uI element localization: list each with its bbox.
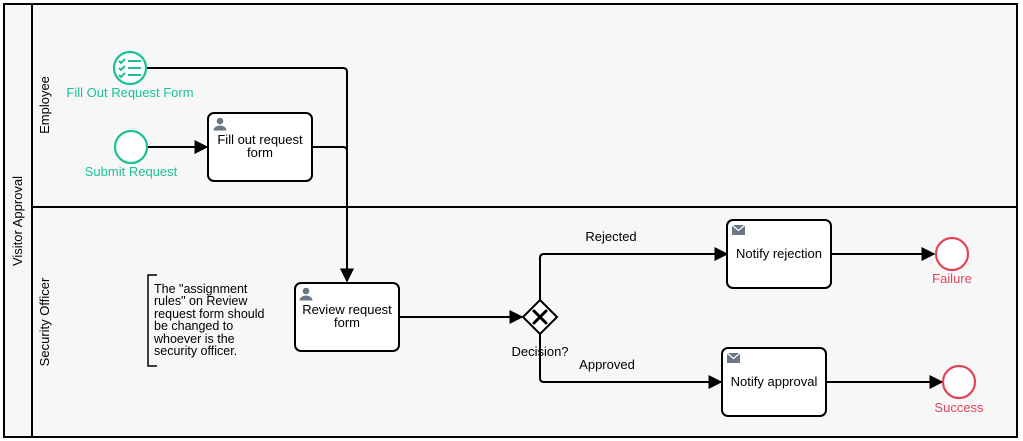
- user-icon: [213, 117, 227, 131]
- envelope-icon: [731, 224, 746, 235]
- annotation-line-2: rules" on Review: [154, 294, 248, 308]
- task-label-line2: form: [334, 315, 360, 330]
- flow-label-rejected: Rejected: [585, 229, 636, 244]
- user-icon: [299, 287, 313, 301]
- gateway-label: Decision?: [511, 344, 568, 359]
- task-notify-approval[interactable]: Notify approval: [721, 347, 827, 417]
- lane-security-officer[interactable]: Security Officer: [37, 277, 52, 366]
- event-label: Success: [934, 400, 984, 415]
- end-event-success[interactable]: Success: [934, 364, 984, 415]
- pool-visitor-approval[interactable]: Visitor Approval: [3, 3, 1018, 438]
- annotation-line-3: request form should: [154, 307, 265, 321]
- end-event-failure[interactable]: Failure: [932, 236, 972, 286]
- flow-approved[interactable]: [539, 334, 723, 389]
- task-label-line1: Review request: [302, 302, 392, 317]
- annotation-line-5: whoever is the: [153, 332, 235, 346]
- annotation-line-6: security officer.: [154, 344, 237, 358]
- task-review-request-form[interactable]: Review request form: [294, 282, 400, 352]
- lane-employee[interactable]: Employee: [32, 76, 1017, 208]
- exclusive-gateway-decision[interactable]: Decision?: [511, 298, 569, 359]
- task-notify-rejection[interactable]: Notify rejection: [726, 219, 832, 289]
- list-icon: [118, 58, 141, 79]
- text-annotation[interactable]: The "assignment rules" on Review request…: [147, 274, 265, 367]
- task-fill-out-request-form[interactable]: Fill out request form: [207, 112, 313, 182]
- x-icon: [532, 309, 548, 325]
- event-label: Submit Request: [85, 164, 178, 179]
- lane-label-security-officer: Security Officer: [37, 277, 52, 366]
- annotation-line-1: The "assignment: [154, 282, 248, 296]
- sequence-flows: [147, 67, 944, 389]
- task-label: Notify rejection: [736, 246, 822, 261]
- envelope-icon: [726, 352, 741, 363]
- annotation-line-4: be changed to: [154, 319, 233, 333]
- flow-conditional-to-review[interactable]: [147, 67, 354, 283]
- event-label: Failure: [932, 271, 972, 286]
- task-label: Notify approval: [731, 374, 818, 389]
- lane-label-employee: Employee: [37, 76, 52, 134]
- task-label-line2: form: [247, 145, 273, 160]
- pool-label: Visitor Approval: [10, 176, 25, 266]
- start-event-submit-request[interactable]: Submit Request: [85, 129, 178, 179]
- event-label: Fill Out Request Form: [66, 85, 193, 100]
- start-event-fill-out-request-form[interactable]: Fill Out Request Form: [66, 50, 194, 100]
- flow-label-approved: Approved: [579, 357, 635, 372]
- task-label-line1: Fill out request: [217, 132, 303, 147]
- flow-fill-to-review[interactable]: [312, 146, 354, 283]
- flow-rejected[interactable]: [539, 247, 729, 300]
